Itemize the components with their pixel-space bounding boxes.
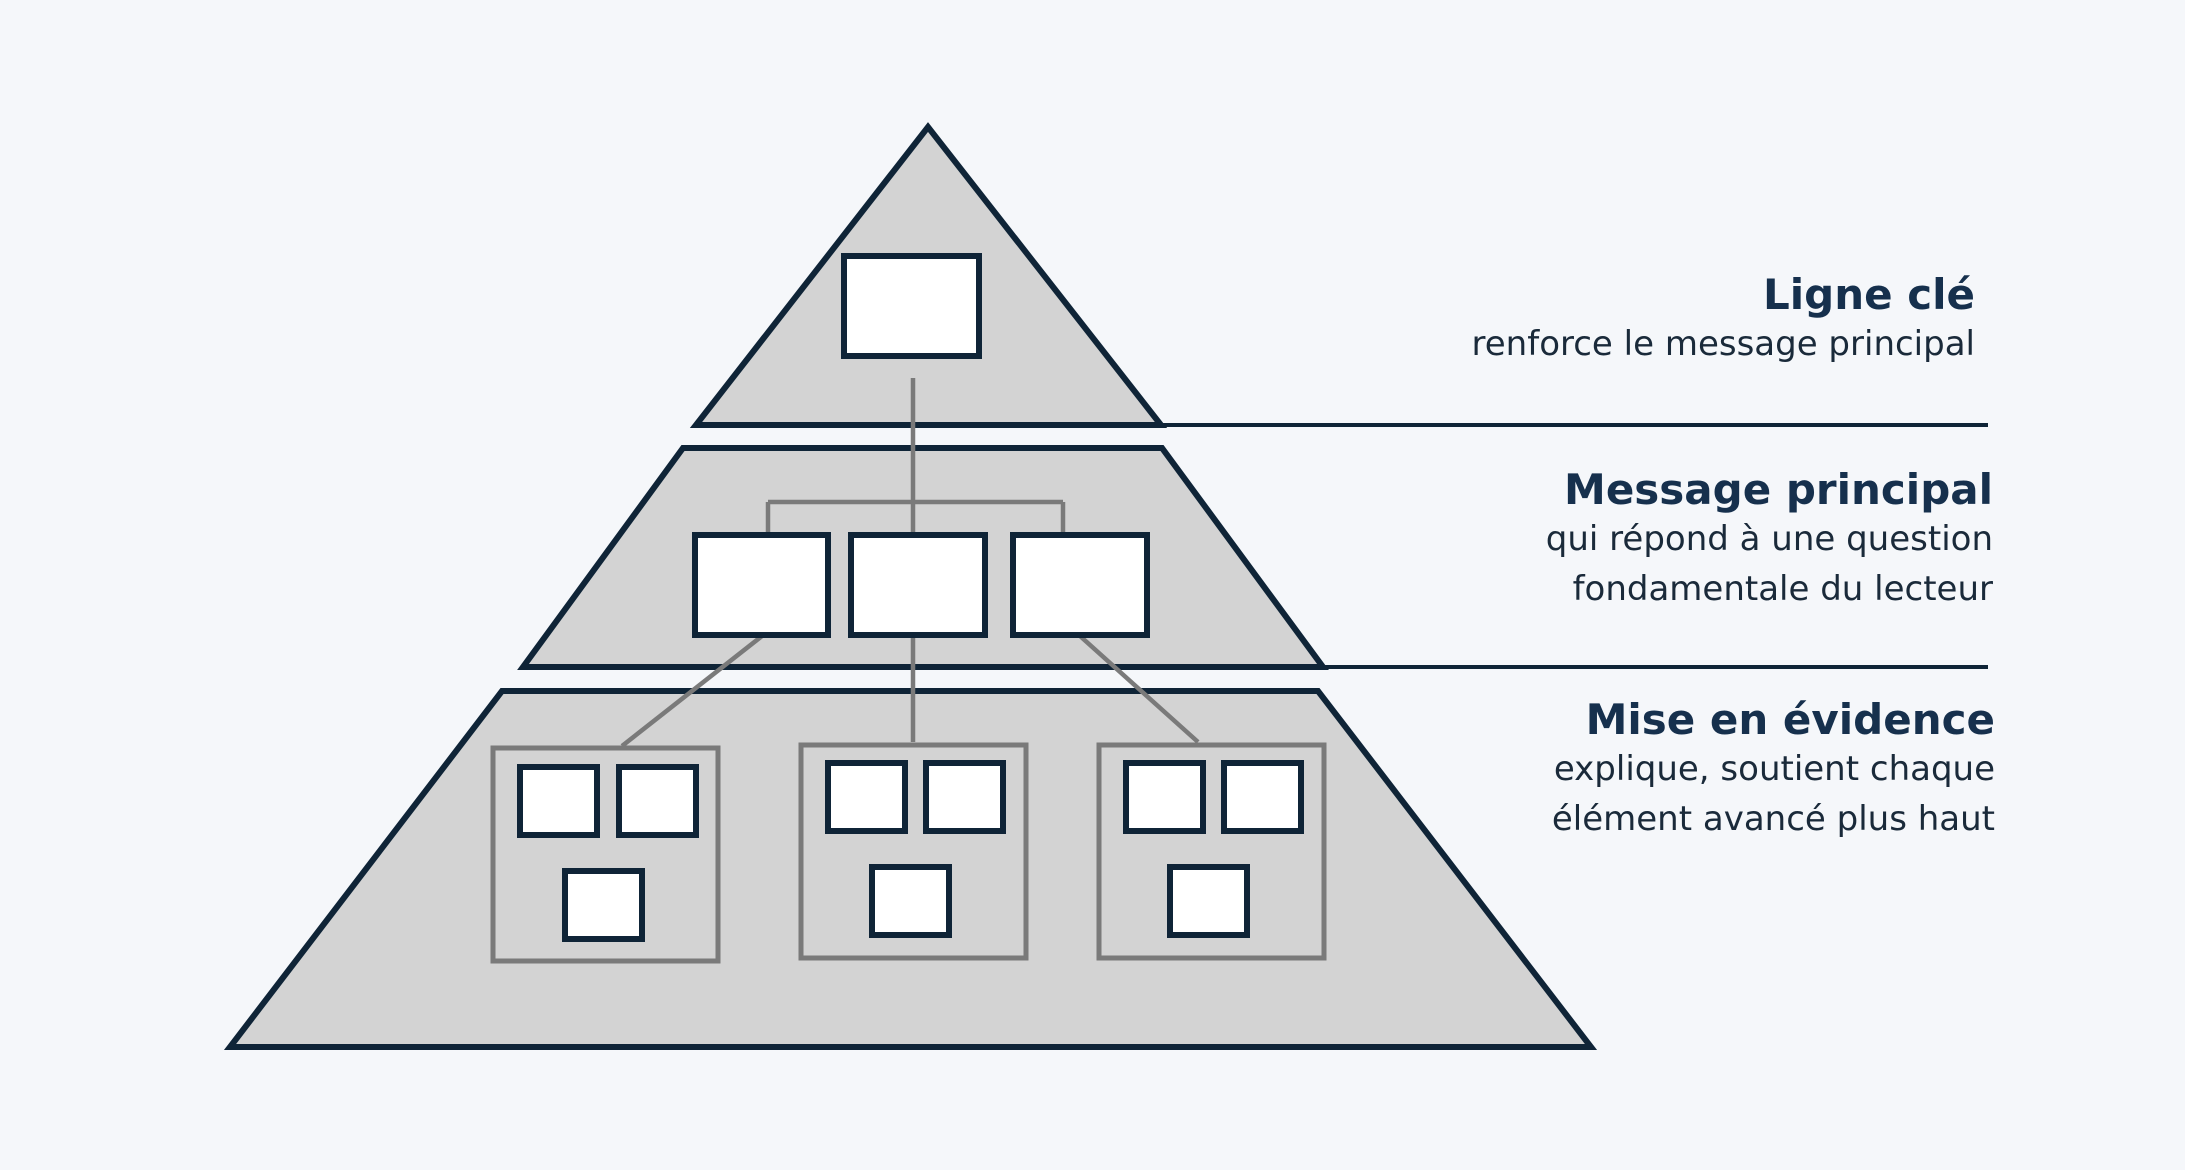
label-evidence: Mise en évidence explique, soutient chaq…	[1552, 695, 1995, 844]
evidence-box	[825, 760, 908, 834]
label-title: Message principal	[1564, 465, 1993, 514]
evidence-box	[1167, 864, 1250, 938]
label-title: Mise en évidence	[1585, 695, 1995, 744]
connectors-middle-to-bottom	[620, 634, 1200, 748]
key-line-box	[841, 253, 982, 359]
evidence-box	[1123, 760, 1206, 834]
evidence-group-center	[798, 742, 1029, 961]
label-description: fondamentale du lecteur	[1572, 568, 1993, 609]
evidence-box	[1221, 760, 1304, 834]
main-message-box-left	[692, 532, 831, 638]
evidence-box	[517, 764, 600, 838]
label-description: qui répond à une question	[1545, 519, 1993, 560]
main-message-box-right	[1010, 532, 1150, 638]
label-description: renforce le message principal	[1471, 324, 1975, 365]
evidence-group-left	[490, 745, 721, 964]
evidence-box	[616, 764, 699, 838]
label-description: explique, soutient chaque	[1553, 749, 1995, 790]
label-key-line: Ligne clé renforce le message principal	[1472, 270, 1975, 370]
evidence-box	[562, 868, 645, 942]
evidence-group-right	[1096, 742, 1327, 961]
label-main-message: Message principal qui répond à une quest…	[1546, 465, 1993, 614]
main-message-box-center	[848, 532, 988, 638]
evidence-box	[923, 760, 1006, 834]
evidence-box	[869, 864, 952, 938]
label-description: élément avancé plus haut	[1551, 798, 1995, 839]
connectors-top-to-middle	[765, 378, 1066, 533]
label-title: Ligne clé	[1762, 270, 1975, 319]
